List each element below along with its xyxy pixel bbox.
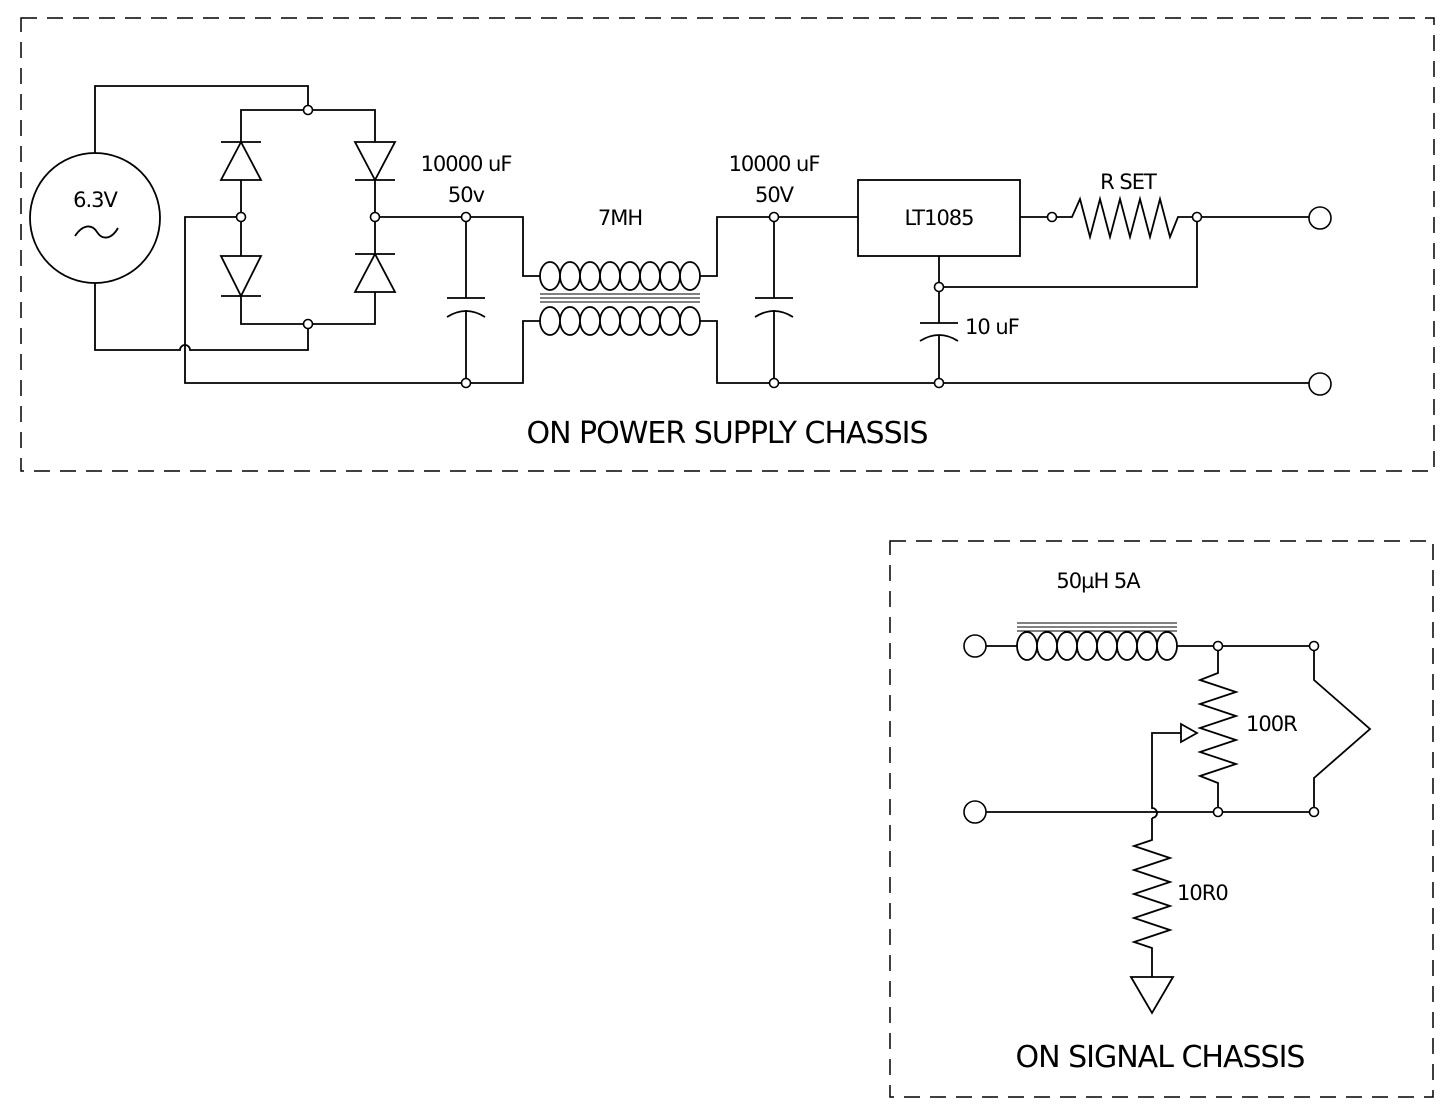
potentiometer-label: 100R [1246,712,1297,736]
diode-4 [353,252,397,293]
diode-1 [219,140,263,181]
signal-section: 50µH 5A 100R 10R0 [889,540,1434,1098]
ground-resistor-10r0: 10R0 [963,800,1229,1015]
power-outputs [774,206,1332,396]
potentiometer-100r: 100R [1151,645,1314,819]
power-supply-section: 6.3V [20,17,1435,472]
signal-junctions [1212,640,1320,818]
ac-source-label: 6.3V [73,188,118,212]
output-terminal-negative [1308,372,1332,396]
signal-inductor: 50µH 5A [963,569,1218,661]
filter-capacitor-1: 10000 uF 50v [421,152,512,383]
output-terminal-positive [1308,206,1332,230]
switch [1218,646,1372,813]
signal-input-terminal-bottom [963,800,987,824]
diode-3 [353,141,397,182]
power-junctions [235,104,1203,389]
rset-resistor: R SET [1052,170,1197,241]
capacitor-2-voltage: 50V [755,183,795,207]
power-supply-chassis-border [20,17,1435,472]
capacitor-3-label: 10 uF [965,315,1019,339]
diode-bridge [219,140,397,299]
regulator-lt1085: LT1085 10 uF [774,179,1198,383]
choke-7mh: 7MH [466,206,774,384]
signal-chassis-title: ON SIGNAL CHASSIS [1016,1040,1305,1075]
signal-input-terminal-top [963,634,987,658]
ground-symbol [1129,976,1175,1015]
capacitor-1-value: 10000 uF [421,152,512,176]
signal-inductor-label: 50µH 5A [1056,569,1141,593]
filter-capacitor-2: 10000 uF 50V [729,152,820,383]
bridge-wiring [94,85,466,384]
regulator-label: LT1085 [904,206,973,230]
rset-label: R SET [1100,170,1157,194]
resistor-10r0-label: 10R0 [1177,881,1228,905]
ac-source: 6.3V [29,152,161,284]
diode-2 [219,255,263,299]
capacitor-1-voltage: 50v [448,183,485,207]
capacitor-2-value: 10000 uF [729,152,820,176]
choke-label: 7MH [598,206,642,230]
signal-chassis-border [889,540,1434,1098]
power-supply-title: ON POWER SUPPLY CHASSIS [526,416,927,451]
